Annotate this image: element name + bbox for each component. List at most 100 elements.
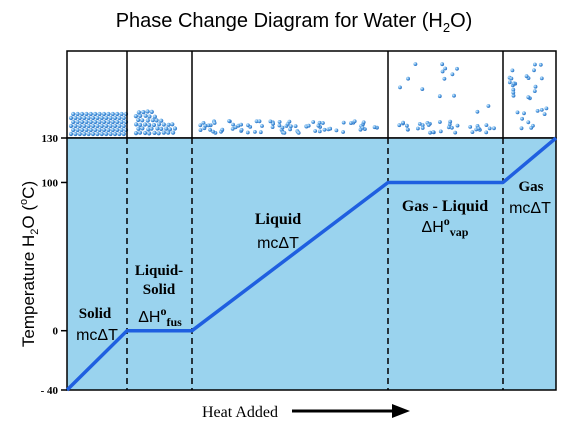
molecule: [296, 131, 301, 135]
x-axis-arrow: [292, 404, 410, 418]
molecule: [450, 72, 455, 77]
molecule: [151, 122, 157, 128]
molecule: [438, 129, 443, 134]
molecule: [539, 76, 544, 81]
molecule: [484, 130, 489, 135]
molecule: [511, 90, 516, 95]
molecule: [73, 123, 78, 129]
molecule: [71, 111, 76, 117]
molecule: [322, 127, 327, 132]
molecule: [487, 126, 492, 131]
molecule: [108, 131, 113, 137]
molecule: [526, 120, 531, 125]
molecule: [75, 111, 80, 117]
molecule: [246, 123, 250, 128]
molecule: [440, 62, 445, 67]
molecule: [535, 109, 540, 113]
molecule: [360, 125, 365, 130]
molecule: [95, 115, 100, 121]
molecule: [140, 118, 145, 123]
molecule: [79, 119, 85, 125]
molecule: [420, 87, 425, 91]
molecule: [115, 111, 120, 117]
molecule: [95, 131, 100, 137]
molecule: [143, 113, 148, 118]
molecule: [542, 112, 547, 116]
y-axis-label: Temperature H2O (oC): [18, 181, 41, 347]
molecule: [99, 123, 104, 129]
molecule: [136, 117, 141, 123]
molecule: [452, 93, 456, 98]
molecule: [75, 127, 80, 133]
molecule: [88, 127, 93, 133]
molecule: [285, 122, 290, 126]
molecule: [311, 120, 316, 124]
molecule: [257, 119, 262, 124]
liquid-label: Liquid: [255, 211, 301, 228]
molecule: [152, 130, 157, 135]
molecule: [397, 123, 402, 128]
molecule: [143, 130, 148, 136]
molecule: [277, 123, 282, 128]
molecule: [159, 126, 164, 131]
molecule: [159, 118, 164, 123]
molecule: [420, 123, 425, 128]
molecule: [450, 125, 454, 130]
molecule: [431, 130, 436, 135]
molecule: [321, 121, 325, 125]
molecule: [82, 123, 87, 129]
molecule: [90, 123, 96, 129]
y-tick-label: 100: [42, 177, 59, 189]
molecule: [406, 76, 410, 81]
molecule: [90, 131, 96, 137]
molecule: [166, 130, 171, 135]
gas-liquid-label: Gas - Liquid: [402, 198, 488, 215]
molecule: [245, 130, 250, 135]
molecule: [231, 122, 236, 127]
molecule: [253, 130, 257, 134]
molecule: [484, 123, 489, 127]
molecule: [86, 123, 91, 129]
molecule: [313, 129, 318, 133]
molecule: [119, 111, 124, 117]
molecule: [509, 76, 514, 81]
molecule: [142, 122, 148, 127]
molecule: [136, 110, 141, 115]
molecule: [138, 122, 143, 127]
molecule: [108, 115, 113, 121]
diagram-title: Phase Change Diagram for Water (H2O): [116, 10, 473, 35]
segment-labels: Solid mcΔT Liquid- Solid ΔHofus Liquid m…: [76, 179, 551, 344]
molecule: [166, 122, 171, 127]
molecule: [93, 119, 98, 125]
molecule: [146, 127, 151, 132]
molecule: [155, 126, 160, 131]
molecule: [117, 123, 122, 129]
gas-label: Gas: [518, 179, 543, 195]
molecule: [544, 106, 549, 111]
molecule: [68, 131, 74, 137]
molecule: [206, 123, 211, 128]
x-axis-label: Heat Added: [202, 404, 278, 421]
molecule: [437, 94, 442, 99]
molecule: [317, 120, 322, 125]
molecule: [316, 123, 321, 128]
molecule: [526, 95, 531, 100]
molecule: [519, 126, 524, 131]
molecule: [79, 127, 85, 133]
molecule: [233, 125, 238, 130]
molecule: [239, 127, 244, 132]
molecule: [341, 130, 345, 134]
molecule: [68, 115, 74, 121]
molecule: [86, 131, 91, 137]
molecule: [317, 129, 322, 134]
fusion-enthalpy: ΔHofus: [138, 304, 182, 329]
molecule: [104, 123, 109, 129]
molecule: [212, 121, 217, 125]
molecule: [115, 119, 120, 125]
molecule: [455, 123, 460, 128]
molecule: [405, 123, 409, 128]
molecule: [289, 124, 293, 129]
molecule: [147, 122, 152, 128]
molecule: [88, 111, 93, 117]
